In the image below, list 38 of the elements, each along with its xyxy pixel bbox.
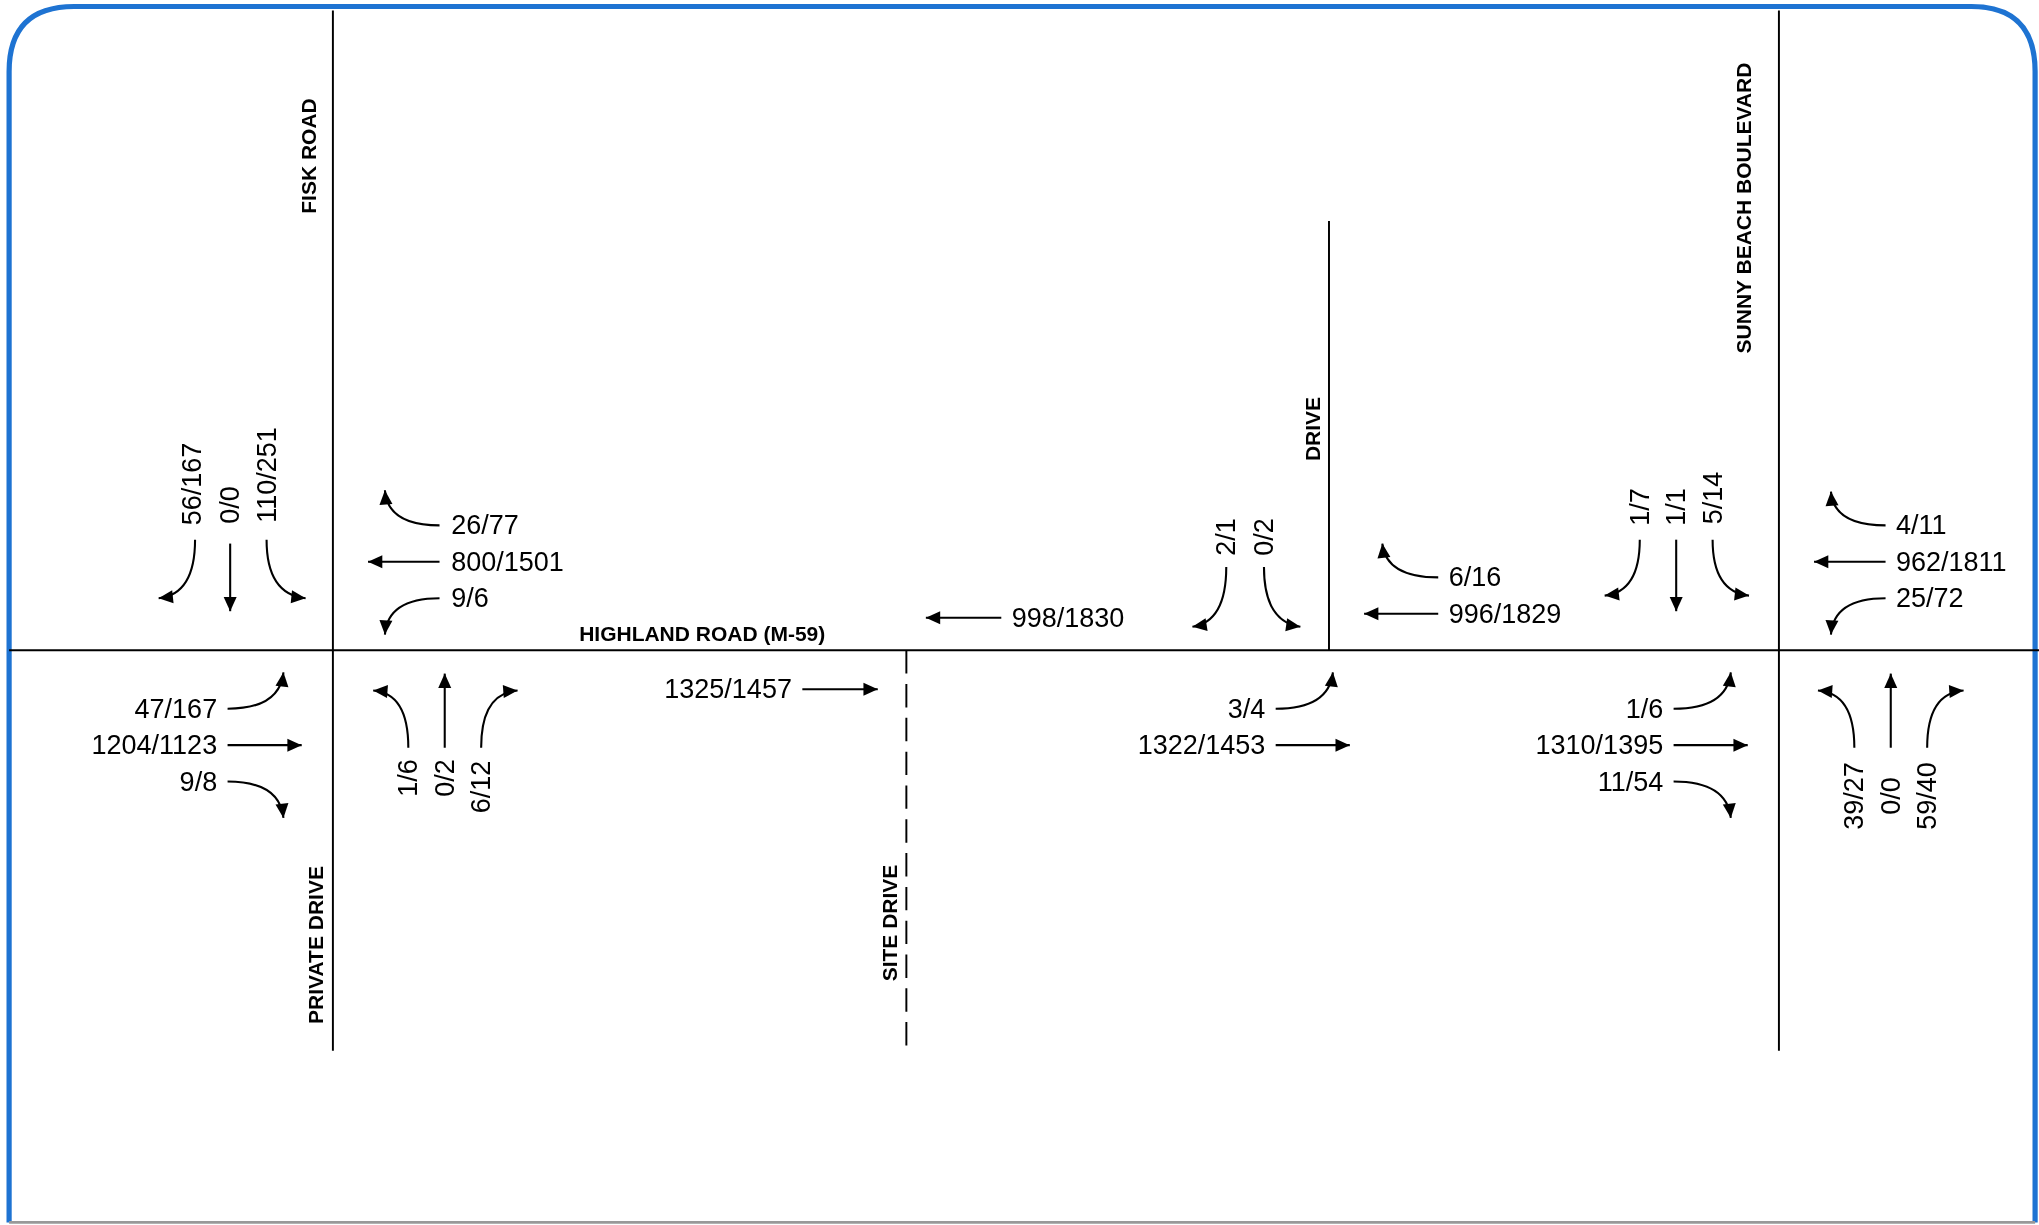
volume-label: 4/11 bbox=[1895, 511, 1947, 539]
volume-label: 0/0 bbox=[216, 485, 244, 524]
volume-label: 26/77 bbox=[451, 511, 519, 539]
volume-label: 1310/1395 bbox=[1535, 731, 1664, 759]
volume-label: 5/14 bbox=[1699, 471, 1727, 525]
volume-label: 962/1811 bbox=[1895, 548, 2007, 576]
street-name: SUNNY BEACH BOULEVARD bbox=[1732, 62, 1753, 354]
street-name: SITE DRIVE bbox=[878, 864, 900, 982]
volume-label: 39/27 bbox=[1840, 762, 1868, 830]
volume-label: 11/54 bbox=[1597, 768, 1664, 795]
volume-label: 1204/1123 bbox=[91, 731, 218, 759]
volume-label: 56/167 bbox=[178, 442, 206, 526]
volume-label: 110/251 bbox=[253, 426, 281, 523]
volume-label: 3/4 bbox=[1227, 695, 1266, 723]
volume-label: 1322/1453 bbox=[1137, 731, 1266, 759]
volume-label: 6/12 bbox=[467, 760, 495, 813]
volume-label: 25/72 bbox=[1895, 584, 1964, 612]
volume-label: 47/167 bbox=[134, 695, 218, 723]
street-name: PRIVATE DRIVE bbox=[304, 866, 326, 1025]
volume-label: 2/1 bbox=[1212, 518, 1240, 556]
volume-label: 9/8 bbox=[179, 768, 218, 795]
volume-label: 1/7 bbox=[1626, 488, 1654, 526]
volume-label: 1/6 bbox=[1625, 695, 1664, 723]
volume-label: 0/2 bbox=[431, 758, 459, 797]
volume-label: 9/6 bbox=[451, 584, 489, 612]
volume-label: 998/1830 bbox=[1011, 604, 1125, 632]
volume-label: 59/40 bbox=[1913, 762, 1941, 830]
volume-label: 0/2 bbox=[1250, 518, 1278, 556]
volume-label: 800/1501 bbox=[451, 548, 564, 576]
street-name: FISK ROAD bbox=[297, 98, 319, 214]
volume-label: 1/6 bbox=[394, 758, 422, 797]
volume-label: 0/0 bbox=[1877, 777, 1905, 815]
street-name: HIGHLAND ROAD (M-59) bbox=[579, 622, 826, 644]
volume-label: 1325/1457 bbox=[664, 675, 792, 703]
volume-label: 6/16 bbox=[1448, 563, 1502, 591]
volume-label: 1/1 bbox=[1662, 488, 1690, 526]
street-name: DRIVE bbox=[1301, 397, 1323, 462]
volume-label: 996/1829 bbox=[1448, 600, 1562, 628]
